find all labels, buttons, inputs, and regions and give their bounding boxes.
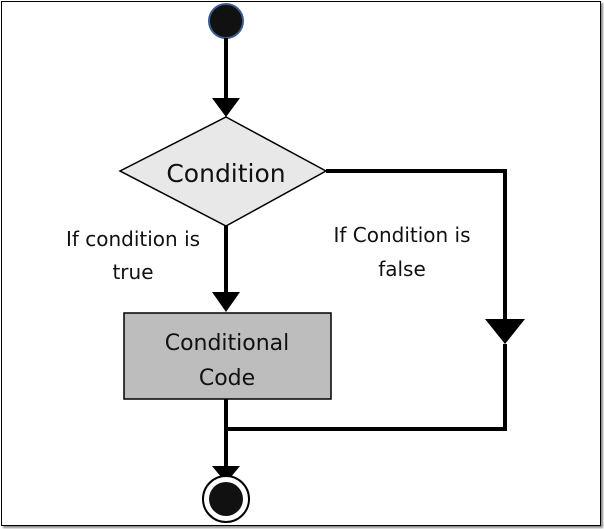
false-merge-line: [226, 344, 507, 431]
process-label-line2: Code: [199, 366, 255, 391]
start-to-decision-arrow: [212, 98, 240, 117]
false-path-arrow: [485, 319, 525, 344]
process-label-line1: Conditional: [165, 331, 290, 356]
end-node-core: [209, 482, 243, 516]
false-branch-label-line1: If Condition is: [333, 223, 470, 247]
true-branch-label-line2: true: [112, 260, 153, 284]
true-branch-label-line1: If condition is: [66, 227, 200, 251]
true-path-arrow: [212, 292, 240, 312]
false-branch-label-line2: false: [378, 257, 426, 281]
start-node: [208, 3, 244, 39]
false-path-line: [326, 169, 507, 320]
merge-to-end-arrow: [212, 466, 240, 483]
decision-label: Condition: [166, 159, 285, 188]
